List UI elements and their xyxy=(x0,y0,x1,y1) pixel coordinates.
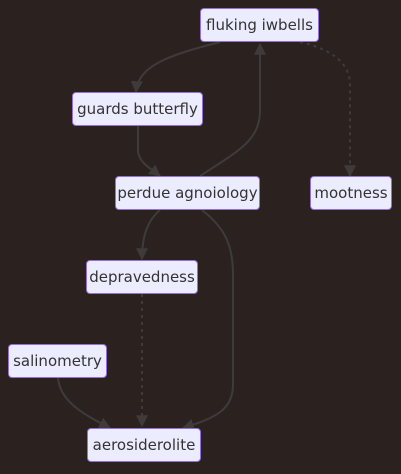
node-salinometry[interactable]: salinometry xyxy=(8,344,107,378)
edge-perdue-to-depravedness xyxy=(136,209,161,261)
edge-salinometry-to-aerosiderolite xyxy=(57,377,112,429)
node-aerosiderolite[interactable]: aerosiderolite xyxy=(87,428,201,462)
edge-perdue-to-aerosiderolite xyxy=(181,209,234,431)
edge-fluking-to-mootness xyxy=(299,41,356,178)
node-fluking-iwbells[interactable]: fluking iwbells xyxy=(200,8,319,42)
node-guards-butterfly[interactable]: guards butterfly xyxy=(72,92,203,126)
node-mootness[interactable]: mootness xyxy=(310,176,392,210)
node-depravedness[interactable]: depravedness xyxy=(86,260,198,294)
edge-guards-to-perdue xyxy=(137,126,161,177)
edge-perdue-to-fluking xyxy=(199,42,266,177)
node-perdue-agnoiology[interactable]: perdue agnoiology xyxy=(115,176,260,210)
edge-fluking-to-guards xyxy=(130,41,221,94)
